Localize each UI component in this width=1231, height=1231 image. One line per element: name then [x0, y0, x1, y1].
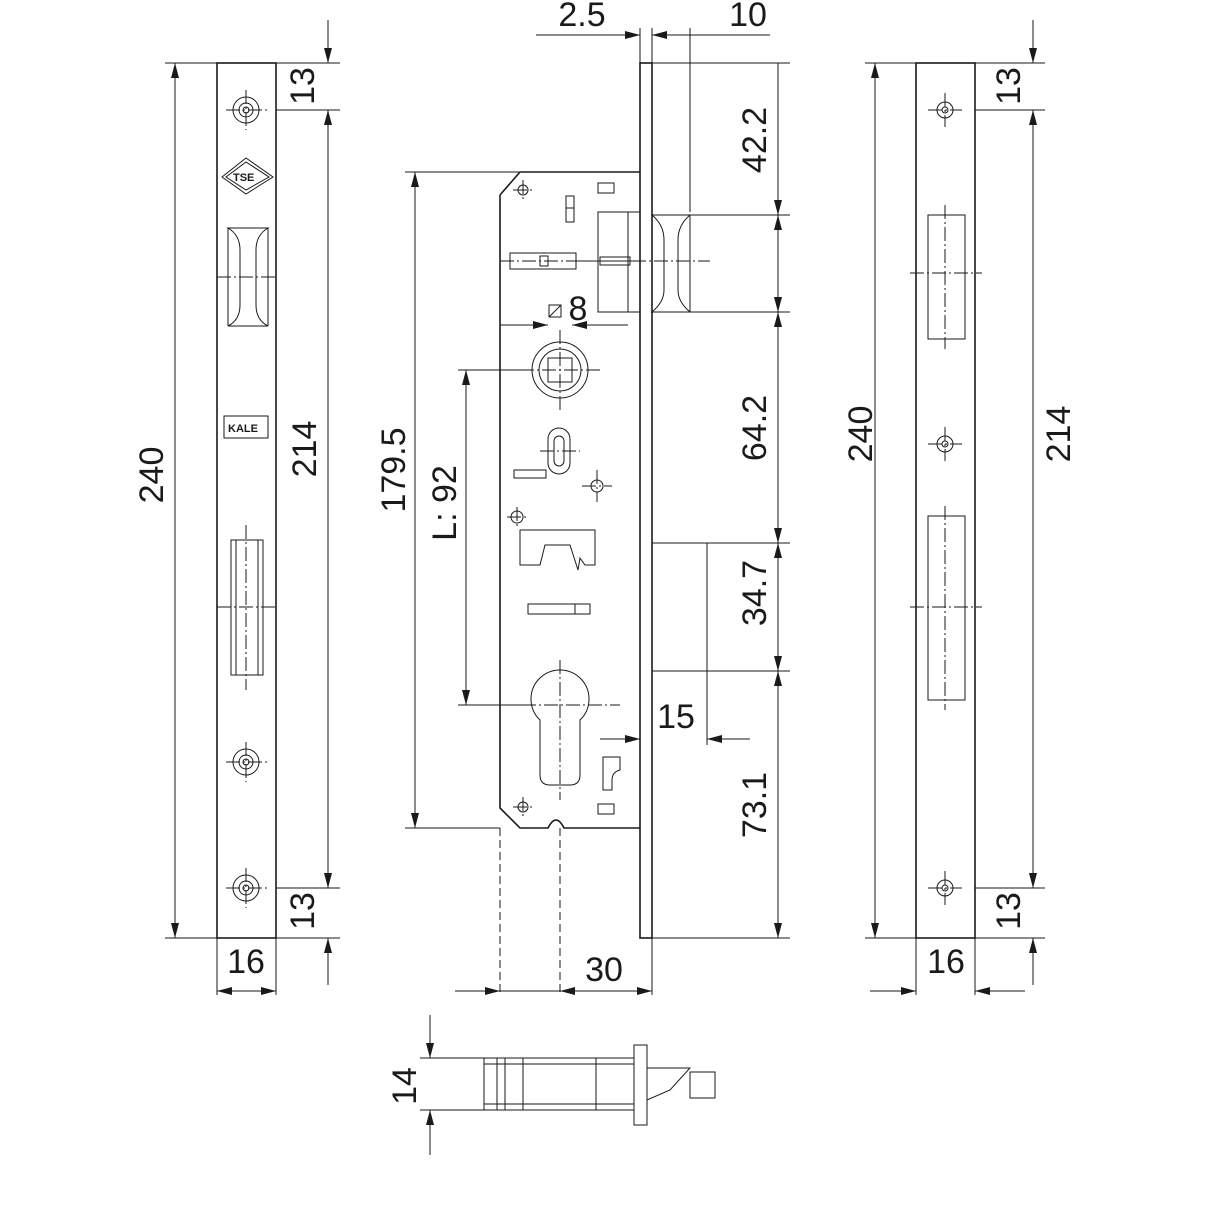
- case-slot-top: [597, 182, 615, 194]
- trigger-part: [602, 756, 621, 791]
- right-width-label: 16: [927, 943, 965, 981]
- oblong-slot: [540, 427, 580, 475]
- left-plate-outline: [216, 62, 277, 939]
- right-strike-plate: [910, 62, 982, 939]
- center-distance-label: L: 92: [426, 465, 464, 541]
- faceplate-offset-label: 10: [729, 0, 767, 34]
- spindle-to-bolt-label: 64.2: [736, 395, 774, 461]
- bolt-protrusion-label: 2.5: [558, 0, 605, 34]
- right-screw-hole-top: [928, 93, 962, 127]
- thickness-label: 14: [386, 1067, 424, 1105]
- left-screw-hole-middle: [226, 742, 267, 782]
- right-screw-hole-bottom: [928, 871, 962, 905]
- cylinder-hole: [500, 660, 620, 800]
- left-screw-hole-bottom: [226, 868, 267, 908]
- left-screw-hole-top: [226, 90, 267, 130]
- latch-bolt: [650, 214, 692, 313]
- left-strike-plate: TSE KALE: [216, 62, 277, 939]
- right-bolt-opening: [910, 506, 982, 710]
- right-hole-spacing-label: 214: [1040, 406, 1078, 463]
- lock-dimensions: 2.5 10 42.2 64.2 34.7 73.1 15: [375, 0, 790, 995]
- bottom-view-latch: [646, 1067, 692, 1101]
- backset-label: 30: [585, 951, 623, 989]
- case-slot-bottom: [597, 803, 615, 815]
- right-bottom-offset-label: 13: [990, 892, 1028, 930]
- tse-logo: TSE: [221, 157, 274, 195]
- lock-case-outline: [499, 171, 640, 829]
- left-top-offset-label: 13: [284, 67, 322, 105]
- backset-height-label: 179.5: [375, 427, 413, 512]
- case-screw-middle: [582, 470, 612, 502]
- bolt-to-bottom-label: 73.1: [736, 772, 774, 838]
- bolt-throw-label: 15: [657, 698, 695, 736]
- bottom-view-bolt-tip: [689, 1071, 716, 1099]
- right-total-height-label: 240: [842, 406, 880, 463]
- right-top-offset-label: 13: [990, 67, 1028, 105]
- bottom-view-body: [483, 1057, 635, 1111]
- right-latch-opening: [910, 205, 982, 349]
- lock-body: [499, 62, 710, 992]
- kale-logo: KALE: [223, 415, 269, 439]
- lever-notch: [519, 529, 596, 571]
- case-screw-top: [513, 180, 533, 200]
- bottom-view-faceplate: [633, 1044, 648, 1126]
- left-total-height-label: 240: [133, 447, 171, 504]
- case-slot-long: [527, 603, 591, 615]
- right-plate-outline: [915, 62, 976, 939]
- right-dimensions: 240 214 13 13 16: [842, 20, 1078, 995]
- spindle-hub: [520, 330, 600, 410]
- right-screw-hole-middle: [928, 427, 962, 461]
- case-slot-vertical: [565, 195, 575, 223]
- left-bolt-opening: [217, 525, 276, 690]
- bolt-height-label: 34.7: [736, 560, 774, 626]
- left-latch-opening: [217, 227, 276, 327]
- dead-bolt: [651, 542, 708, 672]
- tse-logo-text: TSE: [233, 172, 254, 184]
- lock-faceplate: [639, 62, 653, 939]
- latch-mechanism: [500, 211, 710, 313]
- kale-logo-text: KALE: [228, 423, 258, 435]
- spindle-square-label: 8: [569, 290, 588, 328]
- left-hole-spacing-label: 214: [286, 421, 324, 478]
- left-width-label: 16: [227, 943, 265, 981]
- case-screw-bottom: [513, 797, 533, 817]
- case-slot-horizontal: [513, 469, 547, 479]
- bottom-view: 14: [386, 1015, 716, 1155]
- left-dimensions: 240 214 13 13 16: [133, 20, 340, 995]
- case-pin-left: [507, 507, 527, 527]
- latch-top-label: 42.2: [736, 107, 774, 173]
- left-bottom-offset-label: 13: [284, 892, 322, 930]
